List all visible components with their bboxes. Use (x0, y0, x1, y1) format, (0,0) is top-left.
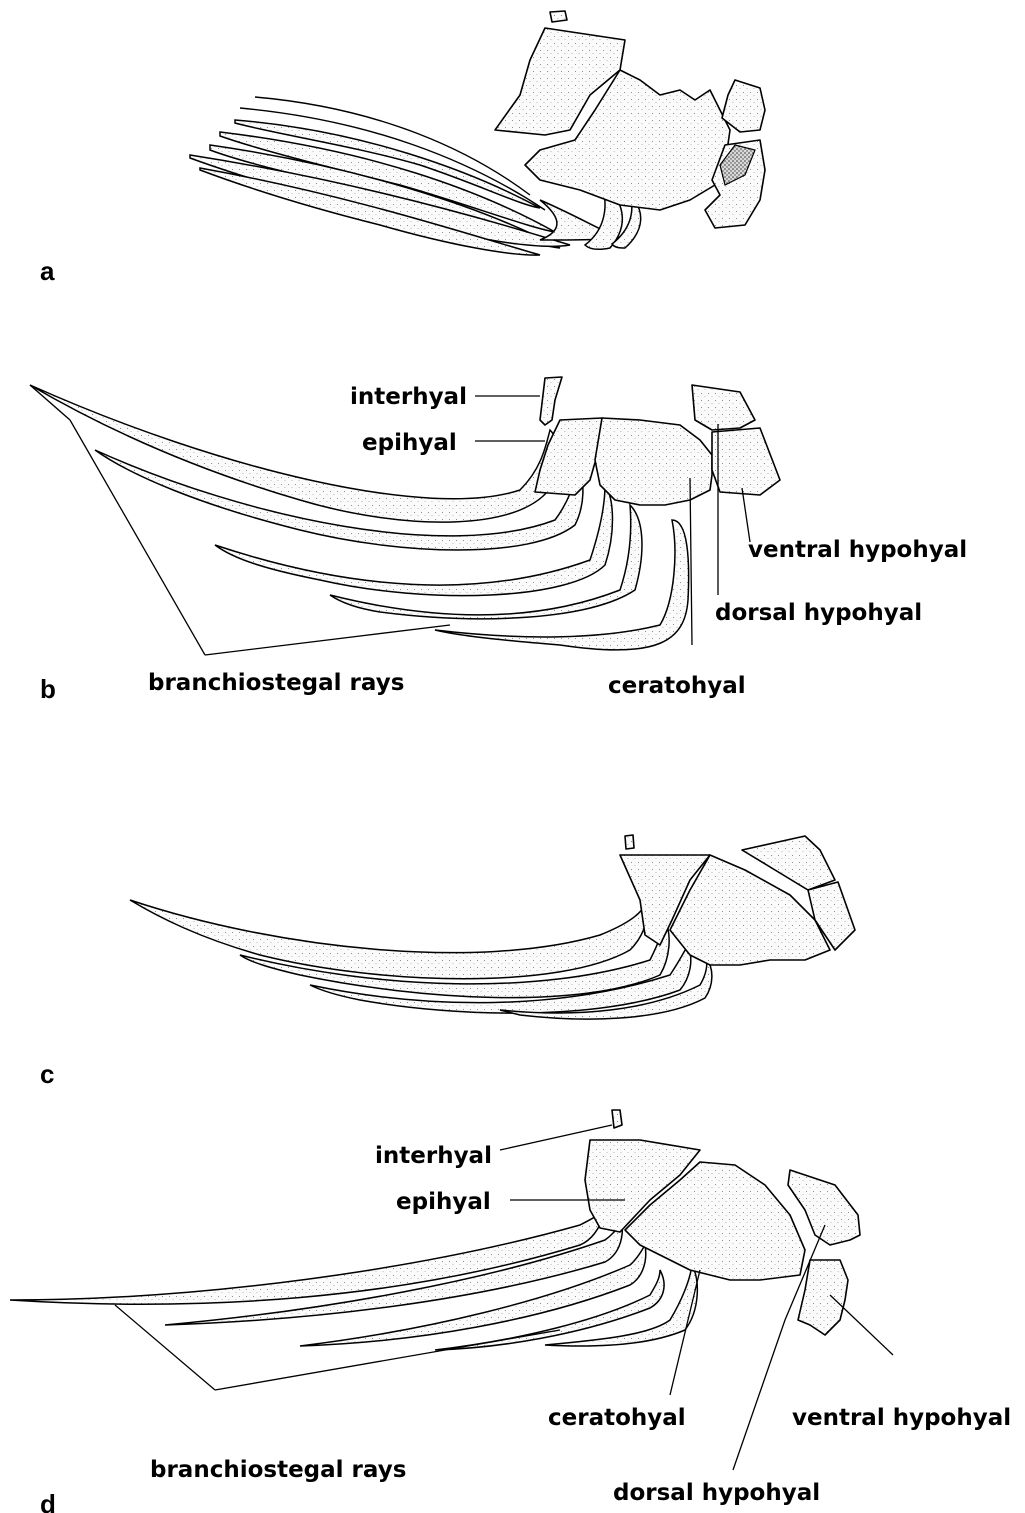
panel-d-label-branchiostegal-rays: branchiostegal rays (150, 1457, 406, 1483)
panel-b-label-interhyal: interhyal (350, 384, 467, 410)
panel-a-interhyal (550, 11, 567, 22)
panel-d-label-ventral-hypohyal: ventral hypohyal (792, 1405, 1011, 1431)
panel-b-epihyal (535, 418, 602, 495)
panel-b-label-ventral-hypohyal: ventral hypohyal (748, 537, 967, 563)
panel-b-label-ceratohyal: ceratohyal (608, 673, 746, 699)
panel-b-label-epihyal: epihyal (362, 430, 457, 456)
panel-d: interhyal epihyal ceratohyal ventral hyp… (10, 1110, 1011, 1513)
panel-a-letter: a (40, 256, 55, 286)
panel-d-interhyal (612, 1110, 622, 1128)
panel-c: c (40, 835, 855, 1089)
panel-b-label-dorsal-hypohyal: dorsal hypohyal (715, 600, 922, 626)
panel-b-ceratohyal-leader (690, 478, 692, 645)
panel-b: interhyal epihyal ventral hypohyal dorsa… (30, 377, 967, 704)
panel-d-label-epihyal: epihyal (396, 1189, 491, 1215)
panel-b-letter: b (40, 674, 56, 704)
panel-a: a (40, 11, 765, 286)
panel-d-branchiostegal-rays (10, 1212, 697, 1350)
panel-b-label-branchiostegal-rays: branchiostegal rays (148, 670, 404, 696)
panel-b-ventral-hypohyal (712, 428, 780, 495)
panel-c-branchiostegal-rays (130, 900, 712, 1019)
panel-d-label-ceratohyal: ceratohyal (548, 1405, 686, 1431)
panel-d-label-interhyal: interhyal (375, 1143, 492, 1169)
panel-b-dorsal-hypohyal (692, 385, 755, 430)
panel-d-letter: d (40, 1489, 56, 1513)
panel-c-letter: c (40, 1059, 54, 1089)
panel-d-label-dorsal-hypohyal: dorsal hypohyal (613, 1480, 820, 1506)
panel-c-interhyal (625, 835, 634, 849)
panel-b-ventral-hypohyal-leader (742, 488, 750, 542)
panel-b-ceratohyal (595, 418, 712, 505)
panel-a-dorsal-hypohyal (722, 80, 765, 132)
panel-d-ventral-hypohyal-leader (830, 1295, 893, 1355)
panel-b-interhyal (540, 377, 562, 425)
